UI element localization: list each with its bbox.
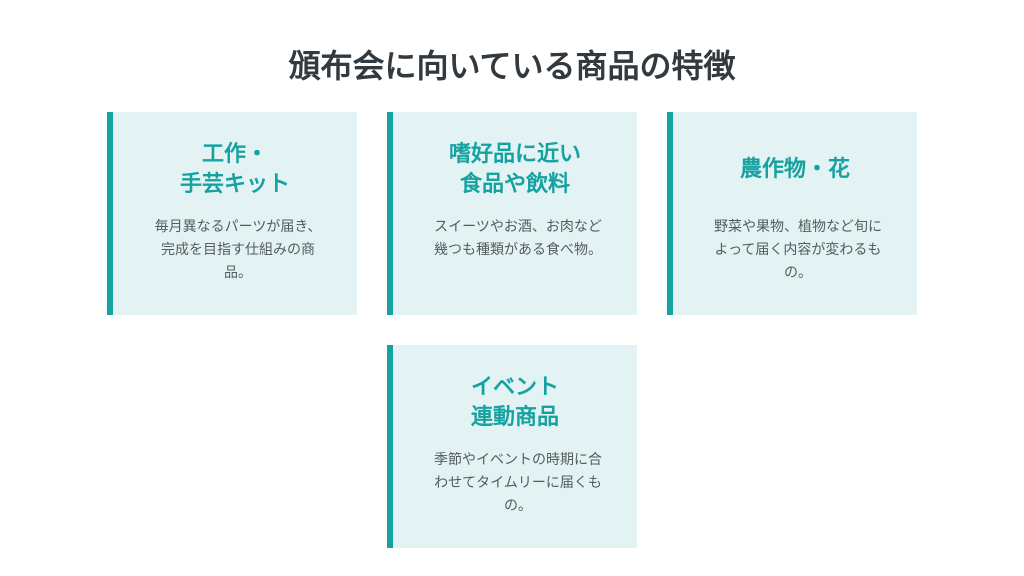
card-title-line-2: 手芸キット bbox=[179, 172, 290, 197]
card-title-line-2: 食品や飲料 bbox=[459, 172, 570, 197]
card-title-line-2: 連動商品 bbox=[470, 405, 559, 430]
card-title: 工作・ 手芸キット bbox=[113, 140, 357, 200]
feature-card-produce-flowers: 農作物・花 野菜や果物、植物など旬によって届く内容が変わるもの。 bbox=[667, 112, 917, 315]
card-title-line-1: 農作物・花 bbox=[739, 157, 850, 182]
card-title-line-1: 工作・ bbox=[201, 142, 268, 167]
feature-card-event-linked: イベント 連動商品 季節やイベントの時期に合わせてタイムリーに届くもの。 bbox=[387, 345, 637, 548]
card-title: イベント 連動商品 bbox=[393, 373, 637, 433]
page-title: 頒布会に向いている商品の特徴 bbox=[288, 47, 736, 85]
feature-card-craft-kit: 工作・ 手芸キット 毎月異なるパーツが届き、完成を目指す仕組みの商品。 bbox=[107, 112, 357, 315]
card-title: 嗜好品に近い 食品や飲料 bbox=[393, 140, 637, 200]
card-description: 毎月異なるパーツが届き、完成を目指す仕組みの商品。 bbox=[154, 219, 322, 281]
card-description: 季節やイベントの時期に合わせてタイムリーに届くもの。 bbox=[434, 452, 602, 514]
feature-card-luxury-food: 嗜好品に近い 食品や飲料 スイーツやお酒、お肉など幾つも種類がある食べ物。 bbox=[387, 112, 637, 315]
card-title-line-1: 嗜好品に近い bbox=[448, 142, 581, 167]
card-title-line-1: イベント bbox=[470, 375, 559, 400]
card-title: 農作物・花 bbox=[673, 140, 917, 200]
card-description: スイーツやお酒、お肉など幾つも種類がある食べ物。 bbox=[434, 219, 602, 258]
card-description: 野菜や果物、植物など旬によって届く内容が変わるもの。 bbox=[714, 219, 882, 281]
